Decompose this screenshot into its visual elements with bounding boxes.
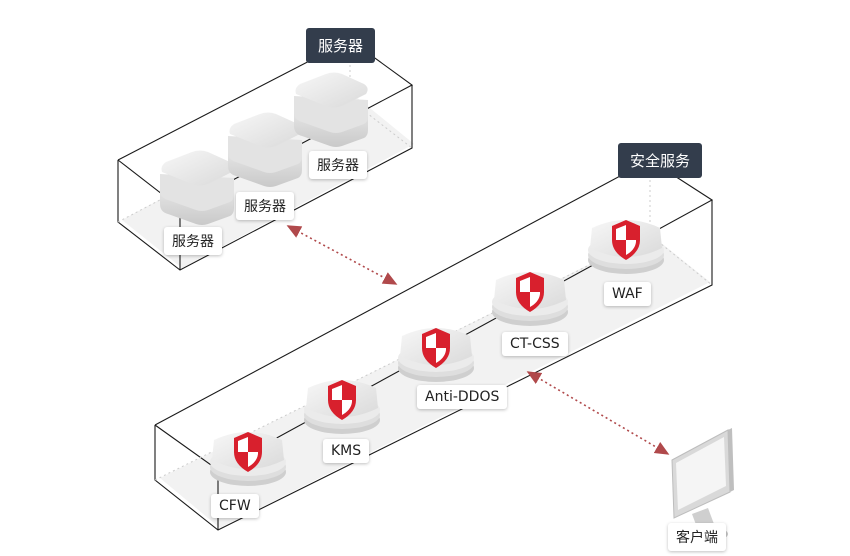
shield-node-ct-css <box>492 272 568 326</box>
service-label-anti-ddos: Anti-DDOS <box>417 385 508 409</box>
server-label: 服务器 <box>309 151 367 179</box>
server-node <box>228 112 302 187</box>
server-security-arrow <box>286 225 398 285</box>
shield-node-cfw <box>210 432 286 486</box>
server-label: 服务器 <box>236 192 294 220</box>
service-label-ct-css: CT-CSS <box>502 332 568 356</box>
server-group-tag: 服务器 <box>306 28 376 63</box>
service-label-waf: WAF <box>604 282 651 306</box>
shield-node-kms <box>304 380 380 434</box>
shield-node-anti-ddos <box>398 328 474 382</box>
server-node <box>160 150 234 225</box>
service-label-kms: KMS <box>323 439 370 463</box>
service-label-cfw: CFW <box>211 494 259 518</box>
security-client-arrow <box>526 371 670 455</box>
security-group-tag: 安全服务 <box>618 143 703 178</box>
server-label: 服务器 <box>164 227 222 255</box>
server-node <box>294 72 368 147</box>
shield-node-waf <box>588 220 664 274</box>
client-label: 客户端 <box>668 523 726 551</box>
